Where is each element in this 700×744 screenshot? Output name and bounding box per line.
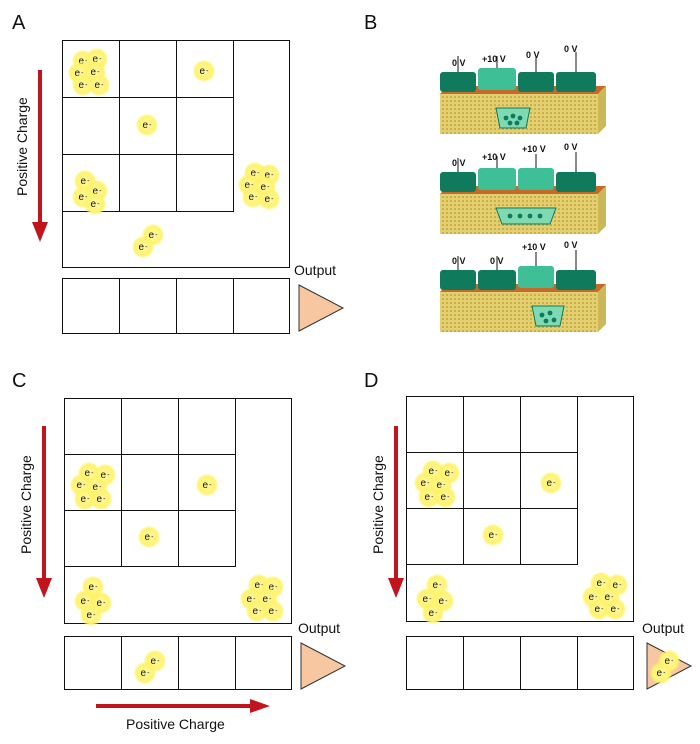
panel-d-electron-3: e-	[482, 524, 504, 546]
panel-d-down-arrow	[388, 426, 404, 598]
panel-c-letter: C	[12, 370, 27, 392]
panel-a-electron-3: e-	[136, 114, 158, 136]
svg-text:0 V: 0 V	[490, 256, 504, 266]
panel-c-vertical-label: Positive Charge	[18, 455, 34, 554]
svg-text:0 V: 0 V	[564, 44, 578, 54]
svg-text:0 V: 0 V	[564, 142, 578, 152]
panel-c-electron-3: e-	[138, 526, 160, 548]
panel-a-letter: A	[12, 12, 26, 34]
ccd-stage-1: 0 V +10 V 0 V 0 V	[440, 44, 606, 134]
panel-a-output-label: Output	[294, 262, 337, 278]
svg-text:+10 V: +10 V	[482, 54, 506, 64]
svg-text:+10 V: +10 V	[482, 152, 506, 162]
svg-text:0 V: 0 V	[452, 158, 466, 168]
panel-d-vertical-label: Positive Charge	[370, 455, 386, 554]
panel-d-electron-2: e-	[540, 472, 562, 494]
ccd-stage-2: 0 V +10 V +10 V 0 V	[440, 142, 606, 234]
panel-c-down-arrow	[36, 426, 52, 598]
svg-text:0 V: 0 V	[452, 256, 466, 266]
panel-c-electron-2: e-	[196, 474, 218, 496]
panel-c-output-register	[64, 636, 292, 690]
panel-a-down-arrow	[32, 70, 48, 242]
panel-c-horizontal-label: Positive Charge	[126, 716, 225, 732]
panel-c-pixel-grid	[64, 398, 292, 624]
panel-a-vertical-label: Positive Charge	[14, 97, 30, 196]
panel-c-output-label: Output	[298, 620, 341, 636]
ccd-stage-3: 0 V 0 V +10 V 0 V	[440, 240, 606, 332]
panel-d-pixel-grid	[406, 396, 634, 622]
svg-text:0 V: 0 V	[452, 58, 466, 68]
svg-text:0 V: 0 V	[526, 50, 540, 60]
panel-d-output-register	[406, 636, 634, 690]
panel-d-output-label: Output	[642, 620, 685, 636]
panel-b-letter: B	[364, 12, 378, 34]
panel-a-electron-2: e-	[193, 60, 215, 82]
svg-text:+10 V: +10 V	[522, 242, 546, 252]
svg-text:+10 V: +10 V	[522, 144, 546, 154]
panel-b-ccd-cross-section: 0 V +10 V 0 V 0 V 0 V +10 V +10 V 0 V	[440, 44, 606, 332]
panel-a-output-amplifier-icon	[298, 284, 345, 332]
panel-c-output-amplifier-icon	[300, 642, 347, 690]
panel-a-pixel-grid	[62, 40, 290, 268]
panel-d-letter: D	[364, 370, 379, 392]
svg-text:0 V: 0 V	[564, 240, 578, 250]
panel-a-output-register	[62, 278, 290, 334]
panel-c-right-arrow	[96, 699, 270, 713]
